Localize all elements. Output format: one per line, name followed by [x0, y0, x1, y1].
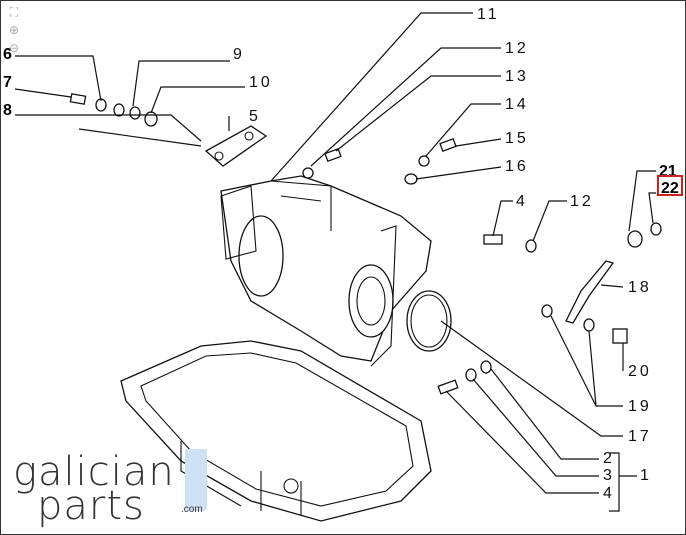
callout-4-b[interactable]: 4: [603, 485, 615, 502]
zoom-out-icon[interactable]: ⊖: [8, 41, 20, 55]
callout-13[interactable]: 13: [505, 68, 529, 85]
callout-2[interactable]: 2: [603, 450, 615, 467]
callout-1[interactable]: 1: [640, 467, 652, 484]
callout-8[interactable]: 8: [3, 102, 12, 119]
logo-accent-shape: [185, 449, 207, 511]
zoom-in-icon[interactable]: ⊕: [8, 23, 20, 37]
callout-12-b[interactable]: 12: [570, 193, 594, 210]
logo-text-line1: galician: [13, 449, 175, 495]
fit-to-screen-icon[interactable]: ⛶: [9, 5, 19, 19]
selected-callout-highlight: [657, 175, 683, 196]
callout-21[interactable]: 21: [659, 163, 677, 180]
bracket-5: [204, 125, 268, 167]
callout-10[interactable]: 10: [249, 74, 273, 91]
callout-7[interactable]: 7: [3, 74, 12, 91]
callout-17[interactable]: 17: [628, 428, 652, 445]
callout-11[interactable]: 11: [477, 6, 500, 23]
logo-suffix: .com: [181, 504, 203, 515]
callout-18[interactable]: 18: [628, 279, 652, 296]
callout-9[interactable]: 9: [233, 46, 245, 63]
callout-14[interactable]: 14: [505, 96, 529, 113]
callout-15[interactable]: 15: [505, 130, 529, 147]
callout-22[interactable]: 22: [661, 180, 679, 197]
callout-3[interactable]: 3: [603, 467, 615, 484]
leader-lines: [14, 12, 656, 512]
clutch-housing: [220, 175, 432, 367]
small-hardware: [69, 93, 662, 395]
callout-20[interactable]: 20: [628, 363, 652, 380]
o-ring: [406, 290, 452, 352]
logo-text-line2: parts: [37, 483, 145, 529]
callout-4[interactable]: 4: [516, 193, 528, 210]
callout-5[interactable]: 5: [249, 108, 261, 125]
callout-12[interactable]: 12: [505, 40, 529, 57]
callout-19[interactable]: 19: [628, 398, 652, 415]
oil-pan: [120, 340, 432, 522]
callout-6[interactable]: 6: [3, 46, 12, 63]
galicianparts-logo: galician parts .com: [9, 449, 224, 529]
callout-16[interactable]: 16: [505, 158, 529, 175]
